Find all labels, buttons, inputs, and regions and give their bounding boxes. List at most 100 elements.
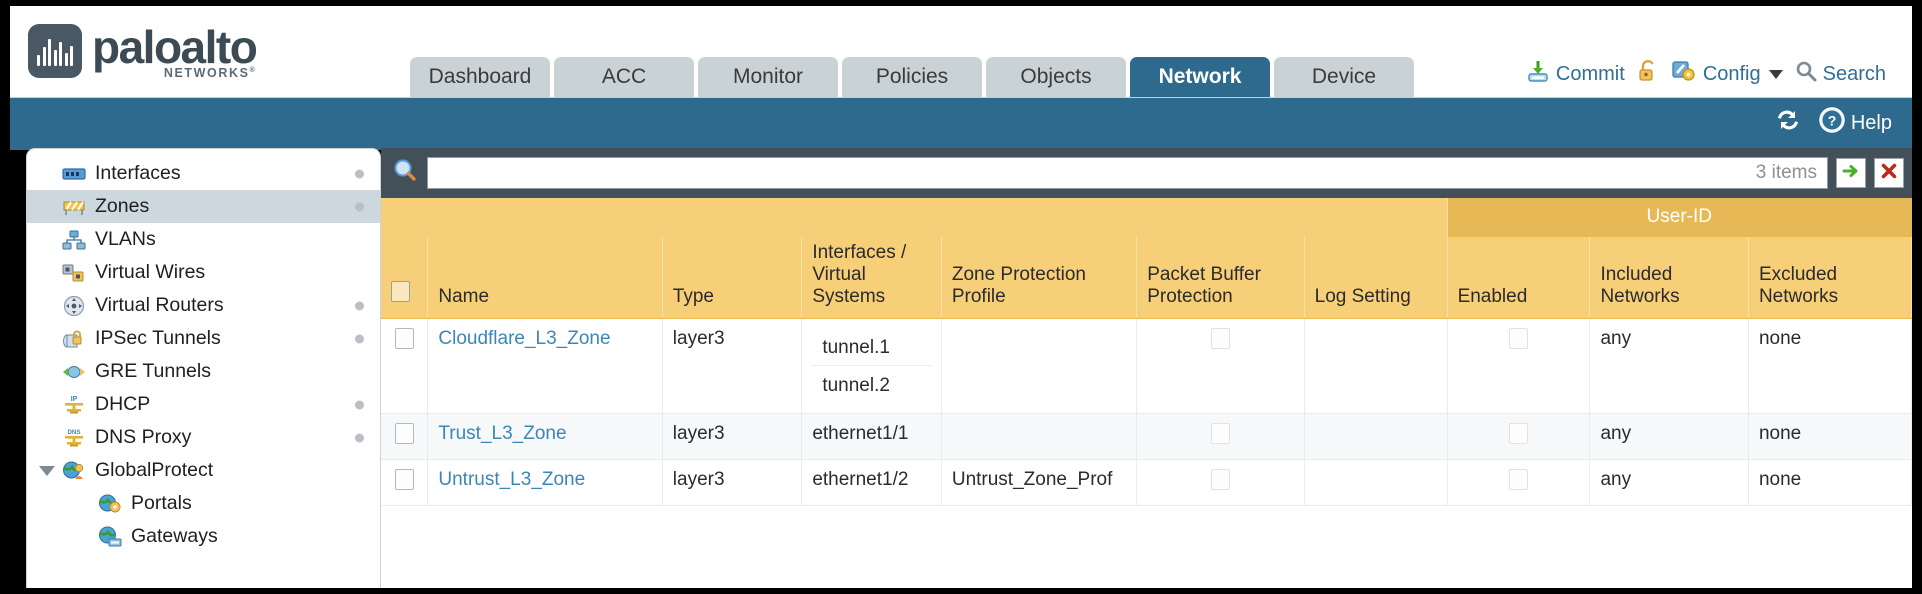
commit-button[interactable]: Commit: [1526, 59, 1625, 89]
cell-name[interactable]: Cloudflare_L3_Zone: [427, 318, 663, 414]
row-select-cell[interactable]: [381, 459, 429, 506]
logo-tagline: NETWORKS®: [163, 66, 257, 80]
tab-acc[interactable]: ACC: [554, 57, 694, 97]
tab-policies[interactable]: Policies: [842, 57, 982, 97]
cell-user-id-enabled[interactable]: [1447, 459, 1591, 506]
user-id-enabled-checkbox[interactable]: [1509, 469, 1528, 490]
help-button[interactable]: ? Help: [1818, 106, 1892, 140]
table-row[interactable]: Trust_L3_Zone layer3 ethernet1/1 any: [381, 413, 1912, 460]
status-dot: [355, 433, 364, 442]
sidebar-item-virtual-routers[interactable]: Virtual Routers: [27, 289, 380, 322]
cell-user-id-enabled[interactable]: [1447, 413, 1591, 460]
sidebar-item-dns-proxy[interactable]: DNS DNS Proxy: [27, 421, 380, 454]
portals-icon: [97, 493, 123, 515]
filter-magnifier-icon[interactable]: [391, 157, 419, 190]
tab-monitor[interactable]: Monitor: [698, 57, 838, 97]
table-header-row: Name Type Interfaces / Virtual Systems Z…: [381, 236, 1912, 319]
header-actions: Commit: [1526, 59, 1886, 89]
column-header-excluded-networks[interactable]: Excluded Networks: [1748, 236, 1912, 319]
refresh-button[interactable]: [1774, 107, 1802, 139]
virtual-routers-icon: [61, 295, 87, 317]
chevron-down-icon: [1768, 69, 1783, 79]
sidebar-item-virtual-wires[interactable]: Virtual Wires: [27, 256, 380, 289]
row-checkbox[interactable]: [394, 469, 414, 490]
column-header-included-networks[interactable]: Included Networks: [1589, 236, 1749, 319]
cell-type: layer3: [662, 413, 803, 460]
palo-alto-logo: paloalto NETWORKS®: [28, 21, 258, 80]
tab-network[interactable]: Network: [1130, 57, 1270, 97]
cell-interfaces: ethernet1/2: [801, 459, 942, 506]
sidebar-item-ipsec-tunnels[interactable]: IPSec Tunnels: [27, 322, 380, 355]
logo-mark-icon: [28, 24, 82, 78]
search-label: Search: [1822, 62, 1886, 85]
sidebar-item-zones[interactable]: Zones: [27, 190, 380, 223]
zone-name-link[interactable]: Trust_L3_Zone: [438, 423, 567, 444]
zones-table: User-ID Name Type Interfaces / Virtual S…: [381, 198, 1912, 506]
search-button[interactable]: Search: [1795, 60, 1886, 88]
cell-included-networks: any: [1589, 318, 1749, 414]
cell-log-setting: [1304, 413, 1448, 460]
row-checkbox[interactable]: [394, 328, 414, 349]
status-dot: [355, 400, 364, 409]
cell-name[interactable]: Trust_L3_Zone: [427, 413, 663, 460]
sidebar-item-globalprotect[interactable]: GlobalProtect: [27, 454, 380, 487]
sidebar-item-interfaces[interactable]: Interfaces: [27, 157, 380, 190]
sidebar-item-vlans[interactable]: VLANs: [27, 223, 380, 256]
packet-buffer-protection-checkbox[interactable]: [1210, 469, 1230, 490]
packet-buffer-protection-checkbox[interactable]: [1210, 328, 1230, 349]
cell-user-id-enabled[interactable]: [1447, 318, 1591, 414]
row-checkbox[interactable]: [394, 423, 414, 444]
zone-name-link[interactable]: Cloudflare_L3_Zone: [438, 328, 611, 349]
column-header-type[interactable]: Type: [662, 236, 803, 319]
cell-packet-buffer-protection[interactable]: [1136, 318, 1305, 414]
user-id-enabled-checkbox[interactable]: [1509, 328, 1528, 349]
cell-log-setting: [1304, 459, 1448, 506]
sidebar-item-label: Virtual Wires: [95, 261, 206, 283]
logo-wordmark: paloalto: [92, 21, 258, 73]
unlocked-padlock-icon: [1637, 59, 1659, 89]
column-header-packet-buffer-protection[interactable]: Packet Buffer Protection: [1136, 236, 1305, 319]
table-row[interactable]: Untrust_L3_Zone layer3 ethernet1/2 Untru…: [381, 459, 1912, 506]
red-x-clear-icon: [1879, 161, 1899, 186]
zone-name-link[interactable]: Untrust_L3_Zone: [438, 469, 586, 490]
cell-packet-buffer-protection[interactable]: [1136, 413, 1305, 460]
cell-name[interactable]: Untrust_L3_Zone: [427, 459, 663, 506]
sidebar-item-dhcp[interactable]: IP DHCP: [27, 388, 380, 421]
lock-button[interactable]: [1637, 59, 1659, 89]
cell-excluded-networks: none: [1748, 318, 1912, 414]
select-all-header[interactable]: [381, 236, 429, 319]
sidebar-item-gre-tunnels[interactable]: GRE Tunnels: [27, 355, 380, 388]
tab-device[interactable]: Device: [1274, 57, 1414, 97]
user-id-enabled-checkbox[interactable]: [1509, 423, 1528, 444]
column-header-name[interactable]: Name: [427, 236, 663, 319]
packet-buffer-protection-checkbox[interactable]: [1210, 423, 1230, 444]
column-header-zone-protection-profile[interactable]: Zone Protection Profile: [941, 236, 1138, 319]
tab-dashboard[interactable]: Dashboard: [410, 57, 550, 97]
cell-log-setting: [1304, 318, 1448, 414]
table-group-header-row: User-ID: [381, 198, 1912, 237]
sidebar-item-label: DNS Proxy: [95, 426, 192, 448]
apply-filter-button[interactable]: [1836, 158, 1866, 188]
table-row[interactable]: Cloudflare_L3_Zone layer3 tunnel.1 tunne…: [381, 318, 1912, 414]
column-header-enabled[interactable]: Enabled: [1447, 236, 1591, 319]
sidebar-item-label: IPSec Tunnels: [95, 327, 221, 349]
chevron-down-icon[interactable]: [39, 465, 55, 476]
filter-input[interactable]: 3 items: [427, 157, 1828, 189]
sidebar-item-label: VLANs: [95, 228, 156, 250]
row-select-cell[interactable]: [381, 413, 429, 460]
status-dot: [355, 169, 364, 178]
cell-packet-buffer-protection[interactable]: [1136, 459, 1305, 506]
filter-bar: 3 items: [381, 148, 1912, 198]
sidebar-item-portals[interactable]: Portals: [27, 487, 380, 520]
tab-objects[interactable]: Objects: [986, 57, 1126, 97]
sidebar-item-gateways[interactable]: Gateways: [27, 520, 380, 553]
column-header-interfaces[interactable]: Interfaces / Virtual Systems: [801, 236, 942, 319]
gre-tunnels-icon: [61, 361, 87, 383]
row-select-cell[interactable]: [381, 318, 429, 414]
select-all-checkbox[interactable]: [391, 281, 410, 302]
cell-excluded-networks: none: [1748, 459, 1912, 506]
config-menu[interactable]: Config: [1671, 59, 1783, 89]
sidebar-item-label: Portals: [131, 492, 192, 514]
clear-filter-button[interactable]: [1874, 158, 1904, 188]
column-header-log-setting[interactable]: Log Setting: [1304, 236, 1448, 319]
